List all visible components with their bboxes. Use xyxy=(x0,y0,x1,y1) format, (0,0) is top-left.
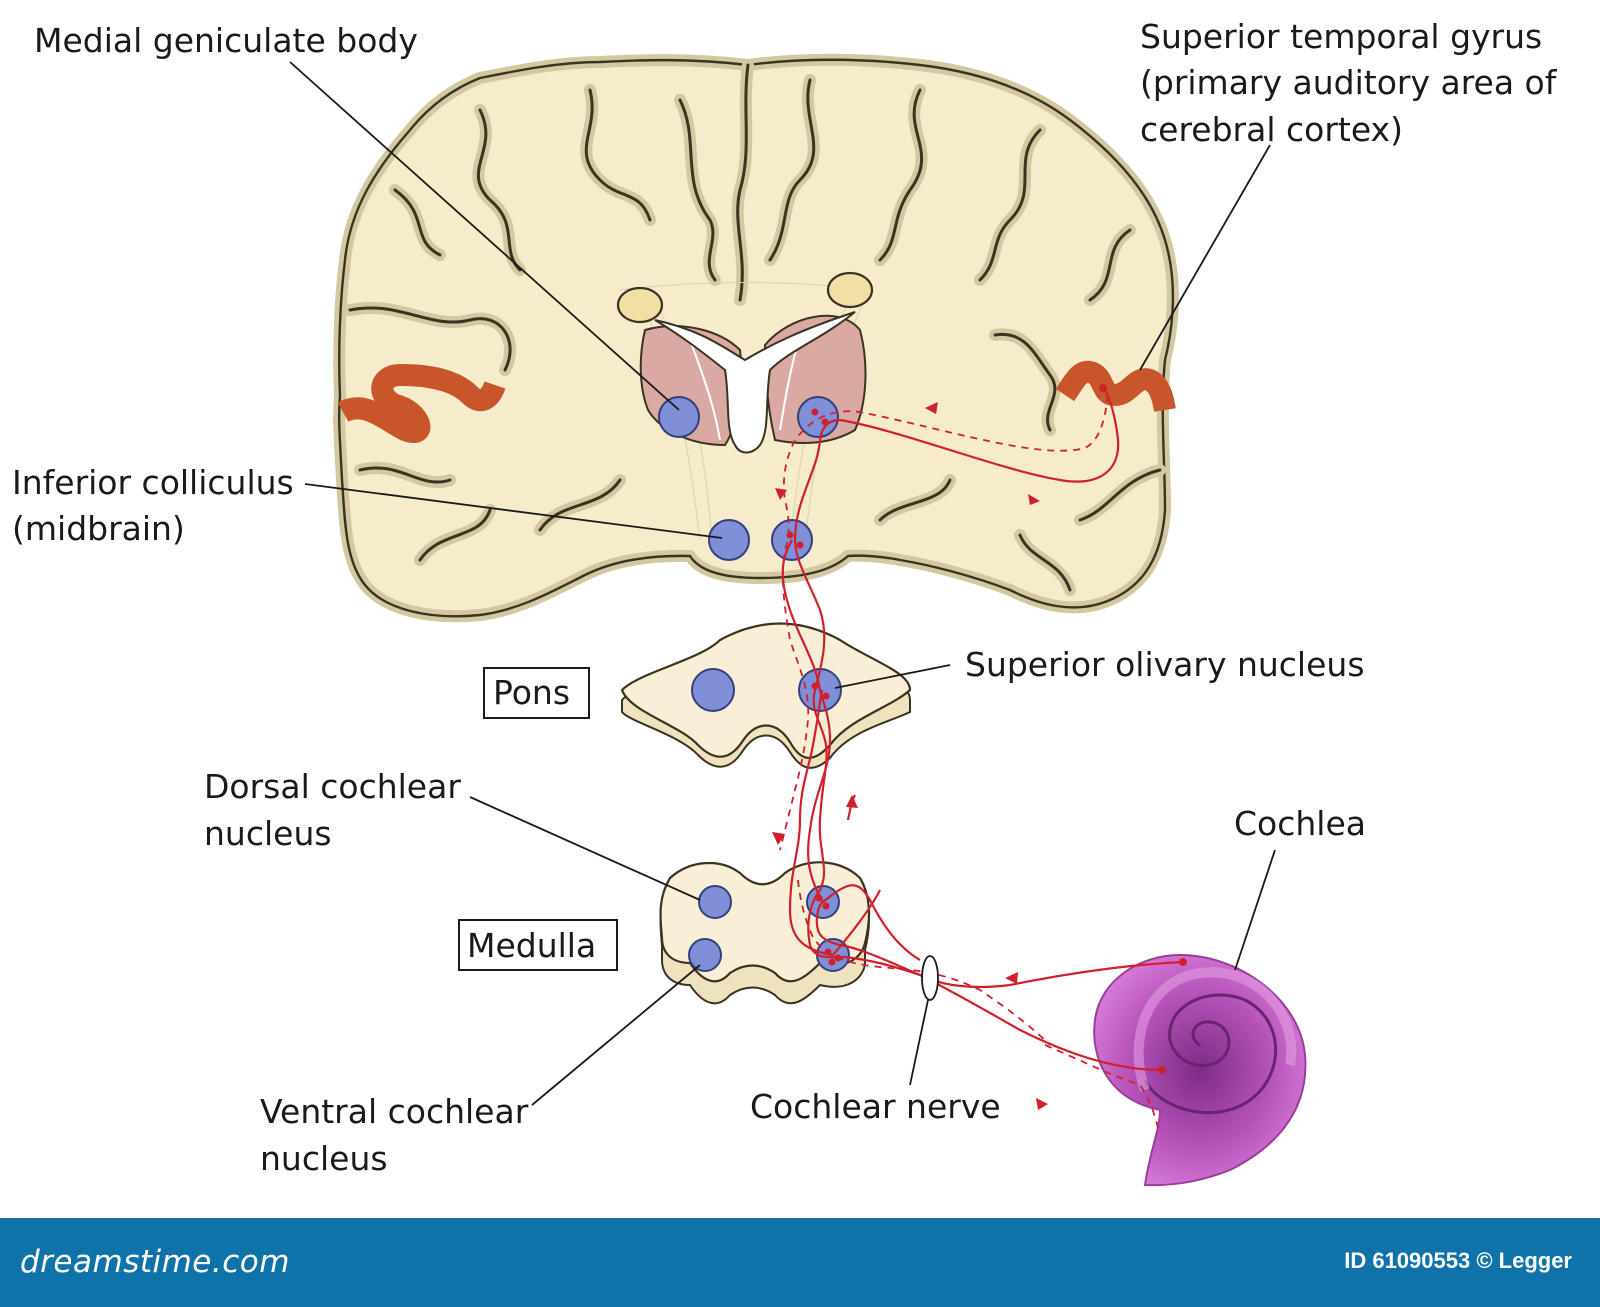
label-inferior-colliculus-line2: (midbrain) xyxy=(12,509,185,548)
label-inferior-colliculus-line1: Inferior colliculus xyxy=(12,463,294,502)
label-medial-geniculate-body: Medial geniculate body xyxy=(34,21,418,60)
label-dorsal-cochlear-line2: nucleus xyxy=(204,814,332,853)
cochlea xyxy=(1093,953,1307,1187)
watermark-footer-bar: dreamstime.com ID 61090553 © Legger xyxy=(0,1218,1600,1307)
label-medulla: Medulla xyxy=(467,926,596,965)
label-dorsal-cochlear-line1: Dorsal cochlear xyxy=(204,767,461,806)
ventral-cochlear-nucleus xyxy=(688,938,722,972)
label-pons: Pons xyxy=(493,673,570,712)
cochlear-nerve-ring xyxy=(921,955,939,1001)
descending-pathway-3 xyxy=(1044,1044,1159,1129)
label-cochlea: Cochlea xyxy=(1234,804,1366,843)
arrow-head-6 xyxy=(1005,972,1018,984)
footer-image-id: ID 61090553 © Legger xyxy=(1344,1248,1572,1273)
longitudinal-fissure xyxy=(736,63,750,302)
brain-outer-contour xyxy=(337,58,1175,618)
label-ventral-cochlear-line1: Ventral cochlear xyxy=(260,1092,529,1131)
right-sulci xyxy=(764,74,1166,596)
auditory-pathway xyxy=(772,384,1187,1129)
pons xyxy=(620,622,912,769)
right-caudate xyxy=(826,271,874,309)
cochlea-spiral xyxy=(1143,993,1278,1115)
lateral-ventricle xyxy=(654,311,856,454)
descending-pathway-1 xyxy=(779,394,1109,851)
brain-coronal-section xyxy=(333,53,1179,623)
label-superior-temporal-gyrus-line2: (primary auditory area of xyxy=(1140,63,1558,102)
pons-left-nucleus xyxy=(691,668,735,712)
arrow-head-3 xyxy=(775,488,787,500)
right-medial-geniculate-body xyxy=(797,396,839,438)
label-superior-temporal-gyrus-line3: cerebral cortex) xyxy=(1140,110,1403,149)
label-superior-temporal-gyrus-line1: Superior temporal gyrus xyxy=(1140,17,1542,56)
label-superior-olivary-nucleus: Superior olivary nucleus xyxy=(965,645,1365,684)
leader-lines xyxy=(289,61,1276,1106)
ascending-pathway-3 xyxy=(781,539,832,903)
ascending-pathway-4 xyxy=(788,689,881,957)
medulla-label-box xyxy=(458,919,618,971)
left-medial-geniculate-body xyxy=(658,396,700,438)
arrow-head-7 xyxy=(1036,1098,1048,1110)
left-inferior-colliculus xyxy=(708,519,750,561)
left-sulci xyxy=(344,84,721,566)
descending-pathway-2 xyxy=(797,879,1051,1046)
label-cochlear-nerve: Cochlear nerve xyxy=(750,1087,1001,1126)
label-ventral-cochlear-line2: nucleus xyxy=(260,1139,388,1178)
synapse-dots xyxy=(786,384,1187,1074)
arrow-head-2 xyxy=(925,402,938,414)
footer-brand-logo: dreamstime.com xyxy=(20,1244,290,1280)
left-auditory-cortex xyxy=(337,364,506,443)
arrow-head-4 xyxy=(772,832,785,845)
medulla xyxy=(659,861,871,1005)
left-caudate xyxy=(616,286,664,324)
pons-label-box xyxy=(483,667,590,719)
right-auditory-cortex xyxy=(1055,360,1176,412)
cochlea-inner-band xyxy=(1133,967,1297,1092)
arrow-head-5 xyxy=(846,795,858,808)
dorsal-cochlear-nucleus xyxy=(698,885,732,919)
arrow-head-1 xyxy=(1028,494,1040,505)
pons-body xyxy=(620,622,912,759)
